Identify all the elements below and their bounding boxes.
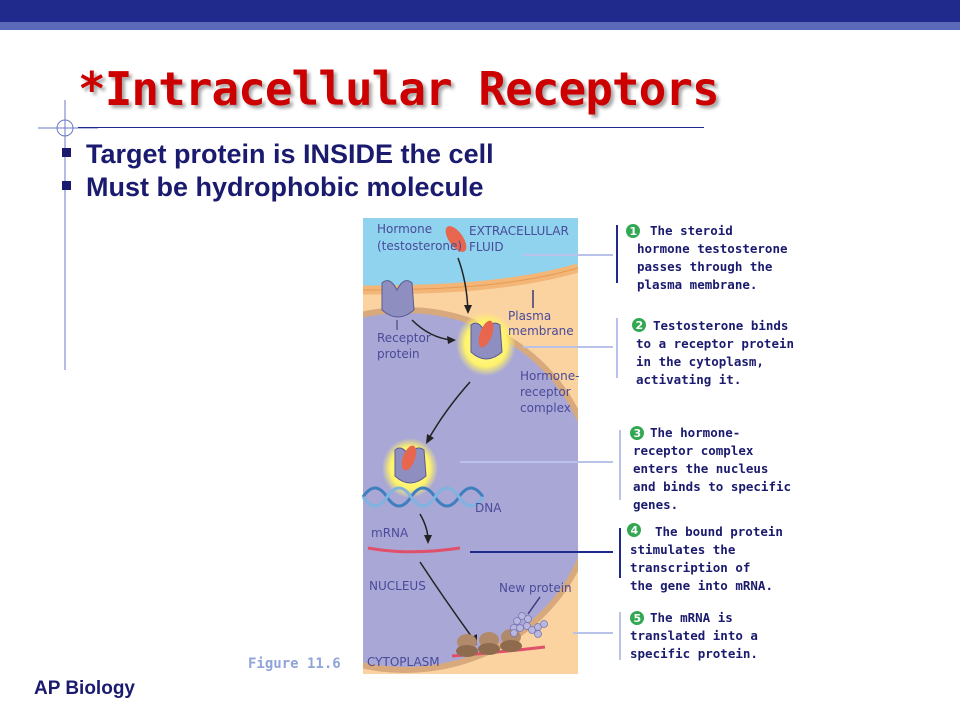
svg-text:The bound protein: The bound protein xyxy=(655,524,783,539)
top-banner xyxy=(0,0,960,22)
label-nucleus: NUCLEUS xyxy=(369,579,426,593)
square-bullet-icon xyxy=(62,181,71,191)
svg-text:translated into a: translated into a xyxy=(630,628,758,643)
svg-text:to a receptor protein: to a receptor protein xyxy=(636,336,794,351)
label-receptor-2: receptor xyxy=(520,385,571,399)
svg-text:activating it.: activating it. xyxy=(636,372,741,387)
svg-text:passes through the: passes through the xyxy=(637,259,773,274)
svg-text:The steroid: The steroid xyxy=(650,223,733,238)
svg-text:plasma membrane.: plasma membrane. xyxy=(637,277,757,292)
step-2-number-icon: 2 xyxy=(632,318,646,332)
svg-text:Testosterone binds: Testosterone binds xyxy=(653,318,788,333)
step-2-caption: Testosterone binds to a receptor protein… xyxy=(636,318,794,387)
label-protein: protein xyxy=(377,347,420,361)
ribosome-group xyxy=(456,629,522,657)
label-hormone-dash: Hormone- xyxy=(520,369,579,383)
label-mrna: mRNA xyxy=(371,526,409,540)
step-5-caption: The mRNA is translated into a specific p… xyxy=(630,610,758,661)
arrow-into-nucleus xyxy=(427,381,471,441)
step-3-number-icon: 3 xyxy=(630,426,644,440)
dna-strand-a xyxy=(361,486,485,508)
svg-text:the gene into mRNA.: the gene into mRNA. xyxy=(630,578,773,593)
svg-text:3: 3 xyxy=(634,427,642,440)
dna-strand-b xyxy=(361,486,485,508)
slide-title: *Intracellular Receptors xyxy=(78,62,720,116)
crosshair-decoration xyxy=(38,100,98,370)
title-underline xyxy=(78,127,704,128)
label-plasma: Plasma xyxy=(508,309,551,323)
label-fluid: FLUID xyxy=(469,240,504,254)
step-1-number-icon: 1 xyxy=(626,224,640,238)
label-cytoplasm: CYTOPLASM xyxy=(367,655,440,669)
footer-course-name: AP Biology xyxy=(34,678,135,699)
label-complex: complex xyxy=(520,401,571,415)
svg-text:genes.: genes. xyxy=(633,497,678,512)
bullet-item-2: Must be hydrophobic molecule xyxy=(62,172,484,203)
label-membrane: membrane xyxy=(508,324,574,338)
step-4-caption: The bound protein stimulates the transcr… xyxy=(630,524,783,593)
figure-label: Figure 11.6 xyxy=(248,656,341,672)
svg-text:5: 5 xyxy=(634,612,642,625)
svg-text:2: 2 xyxy=(636,319,644,332)
extracellular-region xyxy=(363,218,578,290)
mrna-strand xyxy=(367,546,461,554)
label-new-protein: New protein xyxy=(499,581,572,595)
new-protein-chain xyxy=(510,612,548,638)
svg-text:in the cytoplasm,: in the cytoplasm, xyxy=(636,354,764,369)
receptor-protein xyxy=(381,280,415,318)
step-5-number-icon: 5 xyxy=(630,611,644,625)
svg-text:hormone testosterone: hormone testosterone xyxy=(637,241,788,256)
label-receptor: Receptor xyxy=(377,331,431,345)
svg-text:specific protein.: specific protein. xyxy=(630,646,758,661)
svg-text:4: 4 xyxy=(631,524,639,537)
svg-text:The hormone-: The hormone- xyxy=(650,425,740,440)
step-3-caption: The hormone- receptor complex enters the… xyxy=(633,425,791,512)
label-dna: DNA xyxy=(475,501,502,515)
square-bullet-icon xyxy=(62,148,71,158)
label-extracellular: EXTRACELLULAR xyxy=(469,224,569,238)
bullet-text-2: Must be hydrophobic molecule xyxy=(86,172,484,202)
svg-text:enters the nucleus: enters the nucleus xyxy=(633,461,768,476)
svg-text:1: 1 xyxy=(630,225,638,238)
label-hormone: Hormone xyxy=(377,222,432,236)
label-testosterone: (testosterone) xyxy=(377,239,462,253)
top-banner-stripe xyxy=(0,22,960,30)
svg-text:transcription of: transcription of xyxy=(630,560,750,575)
svg-text:and binds to specific: and binds to specific xyxy=(633,479,791,494)
svg-text:stimulates the: stimulates the xyxy=(630,542,736,557)
step-1-caption: The steroid hormone testosterone passes … xyxy=(637,223,788,292)
bullet-text-1: Target protein is INSIDE the cell xyxy=(86,139,494,169)
arrow-to-cytoplasm xyxy=(419,561,475,641)
bullet-item-1: Target protein is INSIDE the cell xyxy=(62,139,494,170)
step-4-number-icon: 4 xyxy=(627,523,641,537)
svg-text:receptor complex: receptor complex xyxy=(633,443,754,458)
hormone-molecule xyxy=(445,226,467,252)
svg-text:The mRNA is: The mRNA is xyxy=(650,610,733,625)
